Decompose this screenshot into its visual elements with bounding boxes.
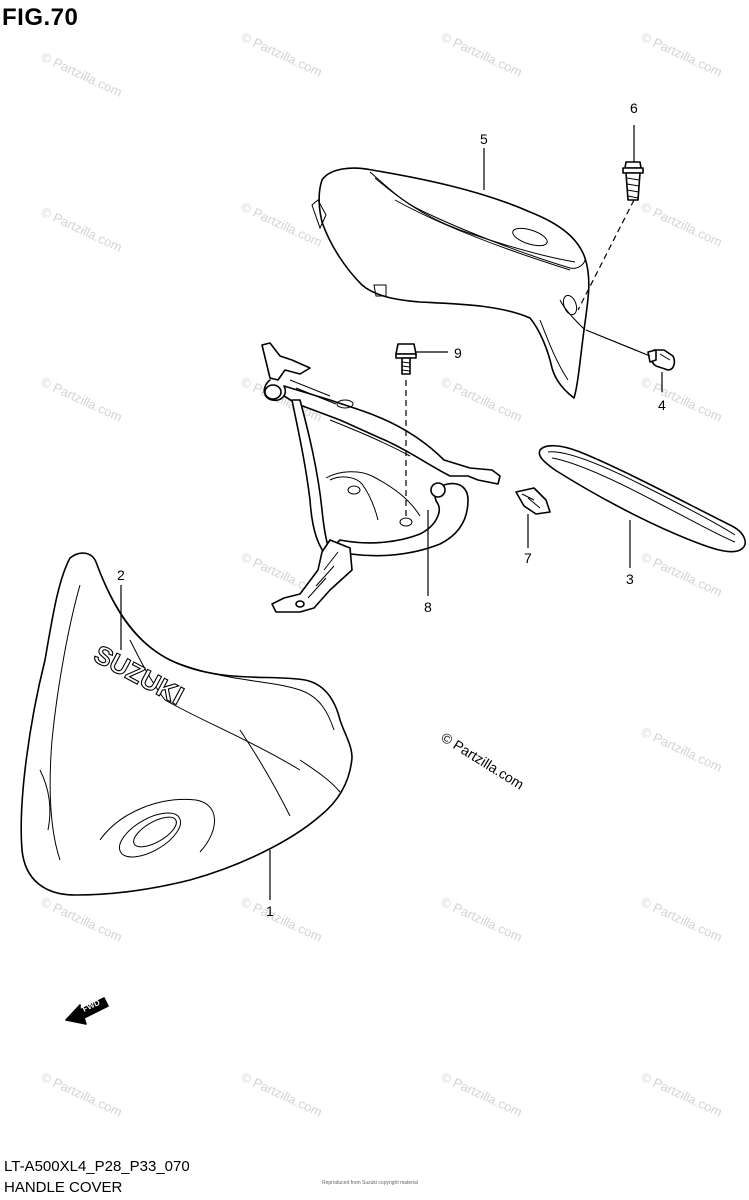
watermark: © Partzilla.com <box>39 1069 125 1120</box>
part-4-clip <box>647 349 676 371</box>
watermark: © Partzilla.com <box>239 199 325 250</box>
watermark: © Partzilla.com <box>639 29 725 80</box>
section-name: HANDLE COVER <box>4 1179 123 1196</box>
callout-4: 4 <box>658 397 666 413</box>
callout-3: 3 <box>626 571 634 587</box>
part-5-rear-cover <box>311 167 590 399</box>
watermark: © Partzilla.com <box>639 1069 725 1120</box>
figure-title: FIG.70 <box>2 4 79 31</box>
watermark: © Partzilla.com <box>39 204 125 255</box>
part-9-bolt <box>395 343 417 375</box>
watermark: © Partzilla.com <box>639 199 725 250</box>
part-8-bracket <box>261 342 501 613</box>
watermark: © Partzilla.com <box>439 894 525 945</box>
callout-6: 6 <box>630 100 638 116</box>
callout-9: 9 <box>454 345 462 361</box>
watermark: © Partzilla.com <box>239 29 325 80</box>
watermark: © Partzilla.com <box>39 374 125 425</box>
watermark: © Partzilla.com <box>639 549 725 600</box>
callout-7: 7 <box>524 550 532 566</box>
watermark: © Partzilla.com <box>39 49 125 100</box>
fwd-arrow-badge: FWD <box>65 997 109 1025</box>
watermark: © Partzilla.com <box>439 374 525 425</box>
leader-lines <box>120 125 663 900</box>
watermark: © Partzilla.com <box>439 1069 525 1120</box>
part-1-handle-cover: SUZUKI <box>20 552 353 896</box>
watermark: © Partzilla.com <box>639 724 725 775</box>
partzilla-watermark: © Partzilla.com <box>438 729 526 793</box>
watermark: © Partzilla.com <box>639 894 725 945</box>
watermark: © Partzilla.com <box>439 29 525 80</box>
callout-8: 8 <box>424 599 432 615</box>
part-3-lens-cover <box>538 444 746 553</box>
callout-numbers: 1 2 3 4 5 6 7 8 9 <box>117 100 666 919</box>
part-7-nut <box>515 487 551 515</box>
watermark: © Partzilla.com <box>239 894 325 945</box>
model-code: LT-A500XL4_P28_P33_070 <box>4 1158 190 1175</box>
callout-1: 1 <box>266 903 274 919</box>
watermark: © Partzilla.com <box>639 374 725 425</box>
fine-print: Reproduced from Suzuki copyright materia… <box>322 1180 418 1186</box>
callout-5: 5 <box>480 131 488 147</box>
watermark: © Partzilla.com <box>39 894 125 945</box>
watermark: © Partzilla.com <box>239 1069 325 1120</box>
part-6-screw <box>622 161 644 201</box>
callout-2: 2 <box>117 567 125 583</box>
